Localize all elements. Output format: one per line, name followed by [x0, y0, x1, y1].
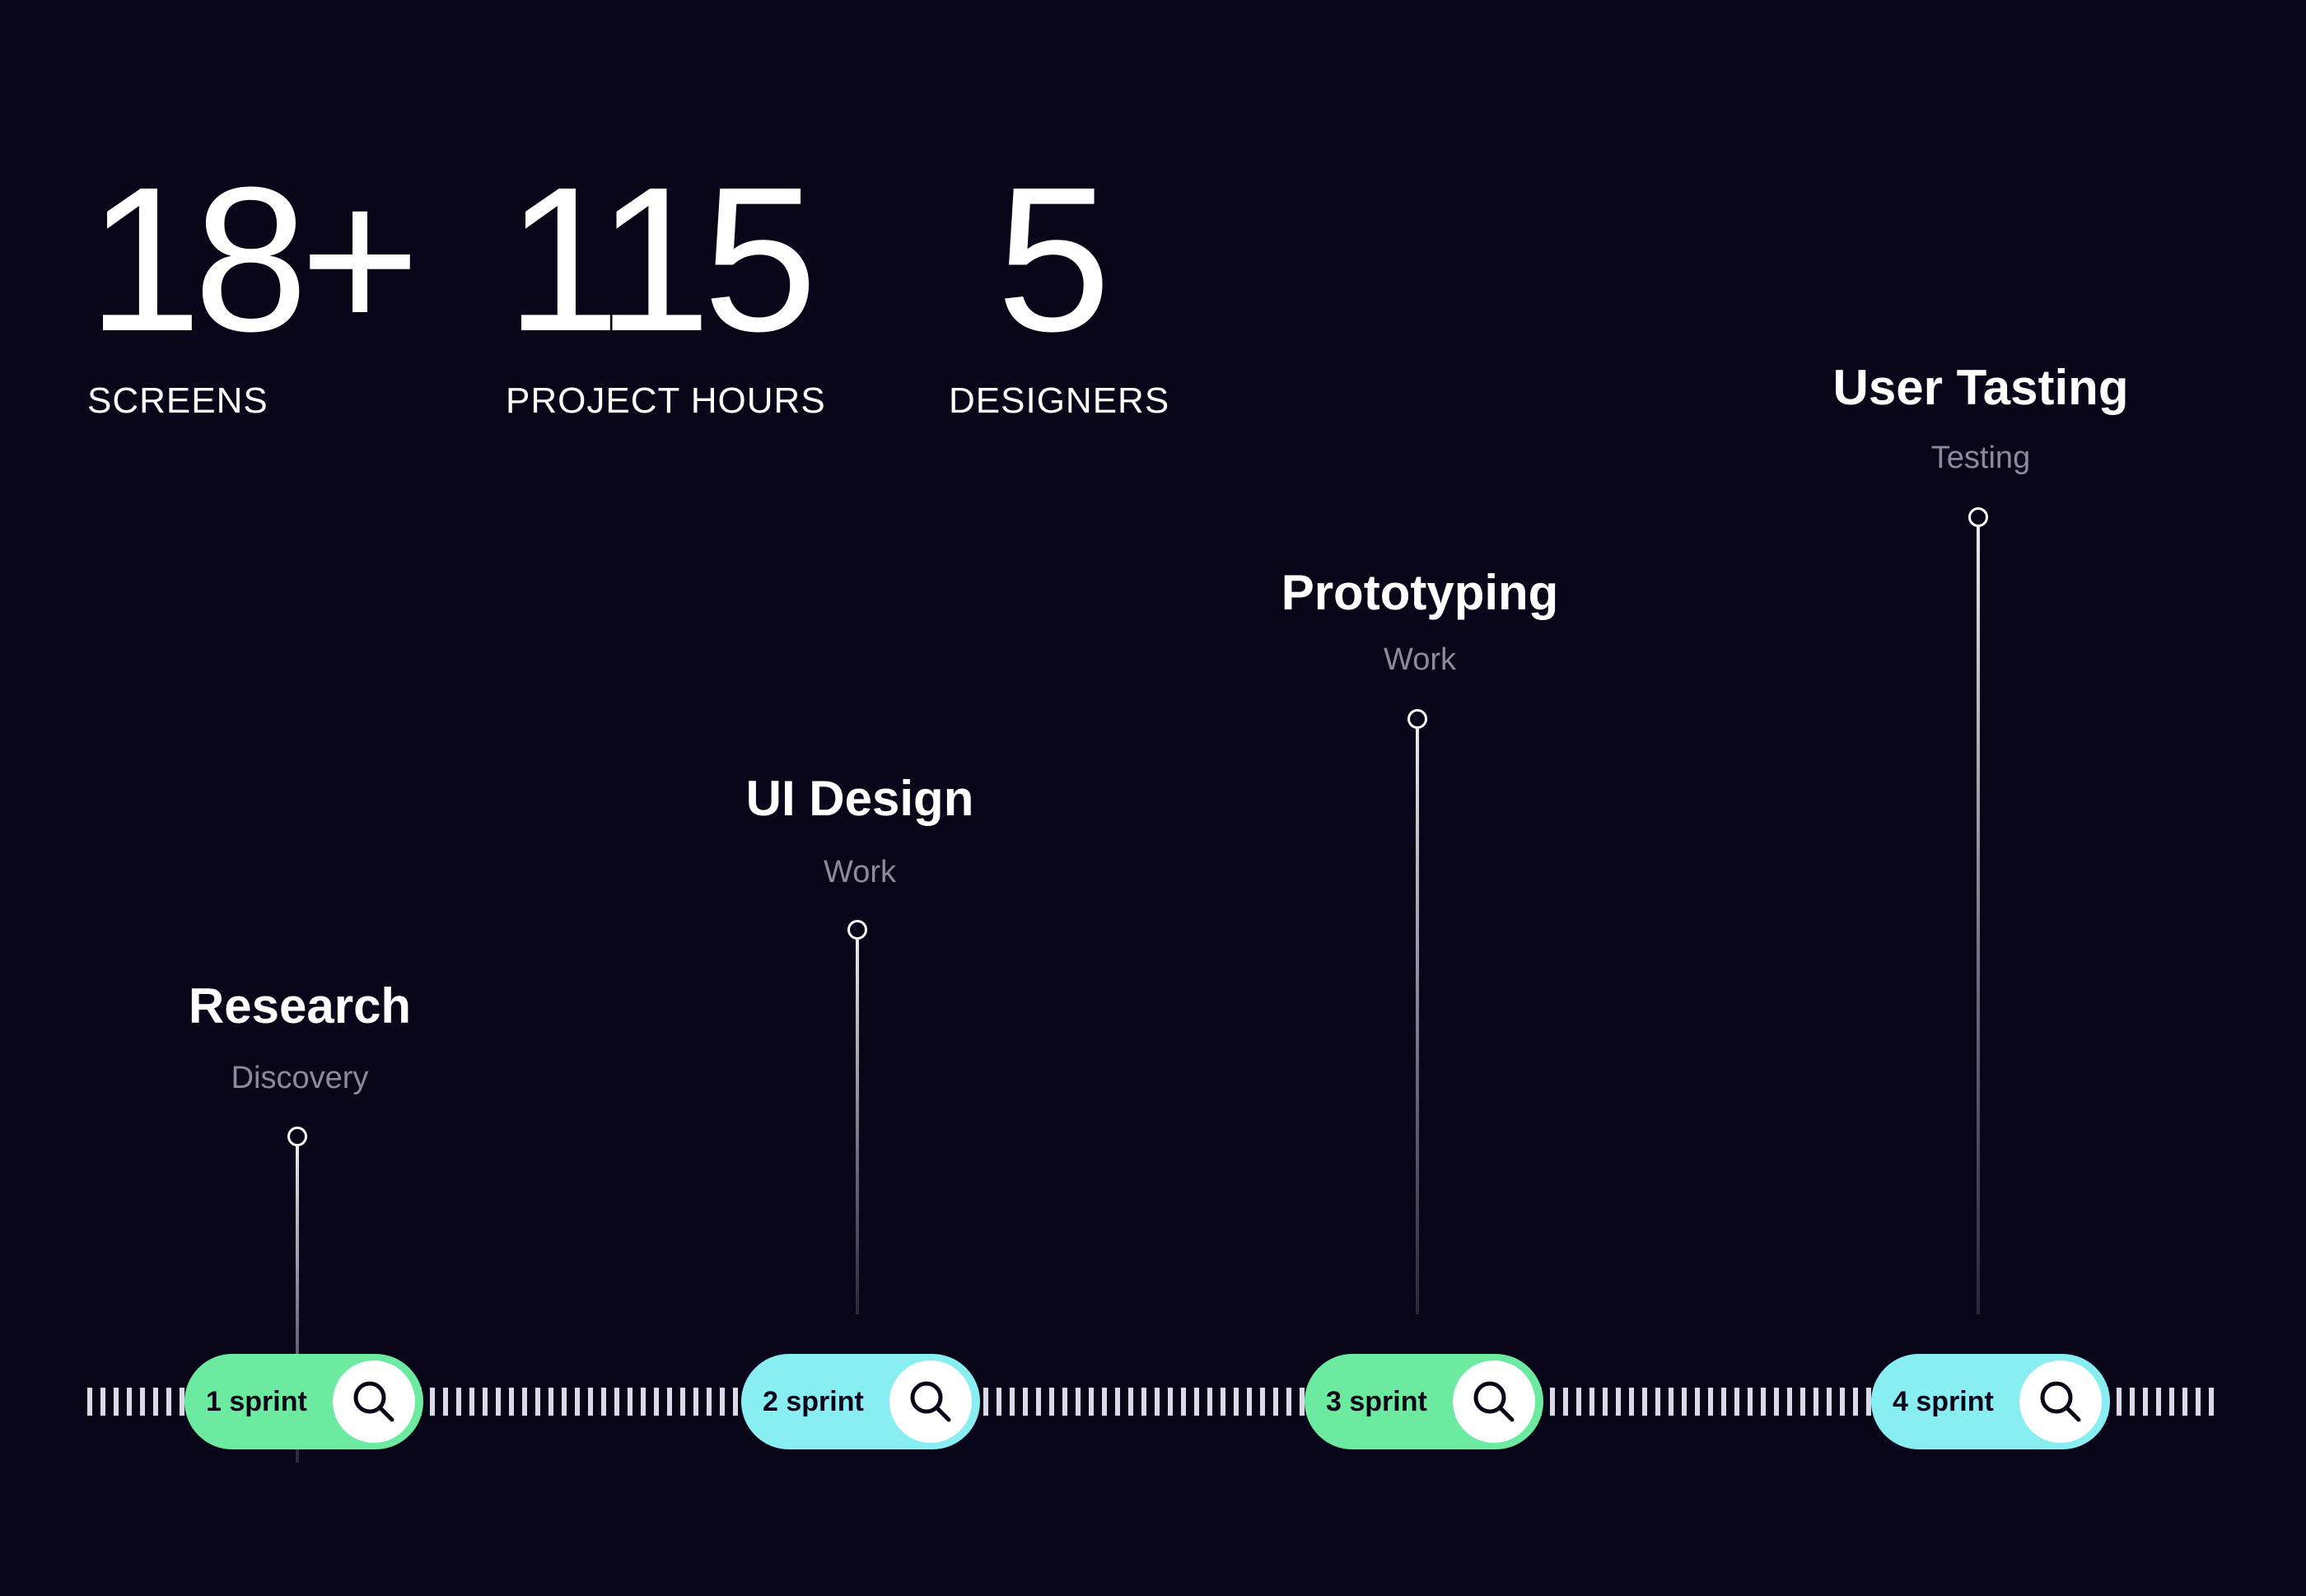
sprint-pill-4[interactable]: 4 sprint [1871, 1354, 2110, 1449]
milestone-line [1977, 527, 1980, 1314]
milestone-prototyping: Prototyping Work [1173, 560, 1667, 1318]
search-icon [2040, 1381, 2081, 1422]
stat-label: DESIGNERS [949, 380, 1170, 421]
milestone-subtitle: Work [1384, 642, 1456, 677]
search-button[interactable] [889, 1360, 972, 1443]
milestone-marker [1407, 709, 1427, 729]
sprint-pill-3[interactable]: 3 sprint [1305, 1354, 1543, 1449]
stat-value: 18+ [87, 144, 420, 374]
milestone-ui-design: UI Design Work [613, 766, 1107, 1318]
milestone-subtitle: Work [824, 855, 896, 889]
milestone-title: UI Design [745, 771, 974, 826]
stat-label: SCREENS [87, 380, 268, 421]
sprint-pill-1[interactable]: 1 sprint [184, 1354, 423, 1449]
milestone-marker [287, 1127, 307, 1146]
stat-value: 115 [506, 144, 818, 374]
sprint-label: 1 sprint [206, 1385, 307, 1417]
milestone-title: User Tasting [1832, 360, 2129, 415]
stat-screens: 18+ SCREENS [87, 144, 420, 422]
stat-designers: 5 DESIGNERS [949, 156, 1169, 422]
sprint-label: 3 sprint [1326, 1385, 1427, 1417]
search-button[interactable] [2019, 1360, 2102, 1443]
search-icon [353, 1381, 394, 1422]
sprint-label: 2 sprint [763, 1385, 864, 1417]
search-icon [910, 1381, 951, 1422]
milestone-subtitle: Testing [1930, 441, 2031, 475]
timeline-track [87, 1388, 2214, 1416]
milestone-title: Research [188, 978, 412, 1034]
stat-value: 5 [997, 144, 1111, 374]
search-button[interactable] [1453, 1360, 1535, 1443]
milestone-user-tasting: User Tasting Testing [1734, 358, 2228, 1318]
sprint-label: 4 sprint [1893, 1385, 1994, 1417]
search-button[interactable] [333, 1360, 415, 1443]
search-icon [1473, 1381, 1515, 1422]
stat-label: PROJECT HOURS [506, 380, 826, 421]
milestone-line [856, 940, 859, 1314]
milestone-subtitle: Discovery [231, 1061, 369, 1095]
milestone-research: Research Discovery [53, 972, 547, 1463]
sprint-pill-2[interactable]: 2 sprint [741, 1354, 980, 1449]
stat-project-hours: 115 PROJECT HOURS [506, 156, 826, 422]
milestone-line [296, 1146, 299, 1463]
milestone-line [1416, 729, 1419, 1314]
milestone-marker [847, 920, 867, 940]
milestone-title: Prototyping [1281, 565, 1559, 620]
milestone-marker [1968, 507, 1988, 527]
